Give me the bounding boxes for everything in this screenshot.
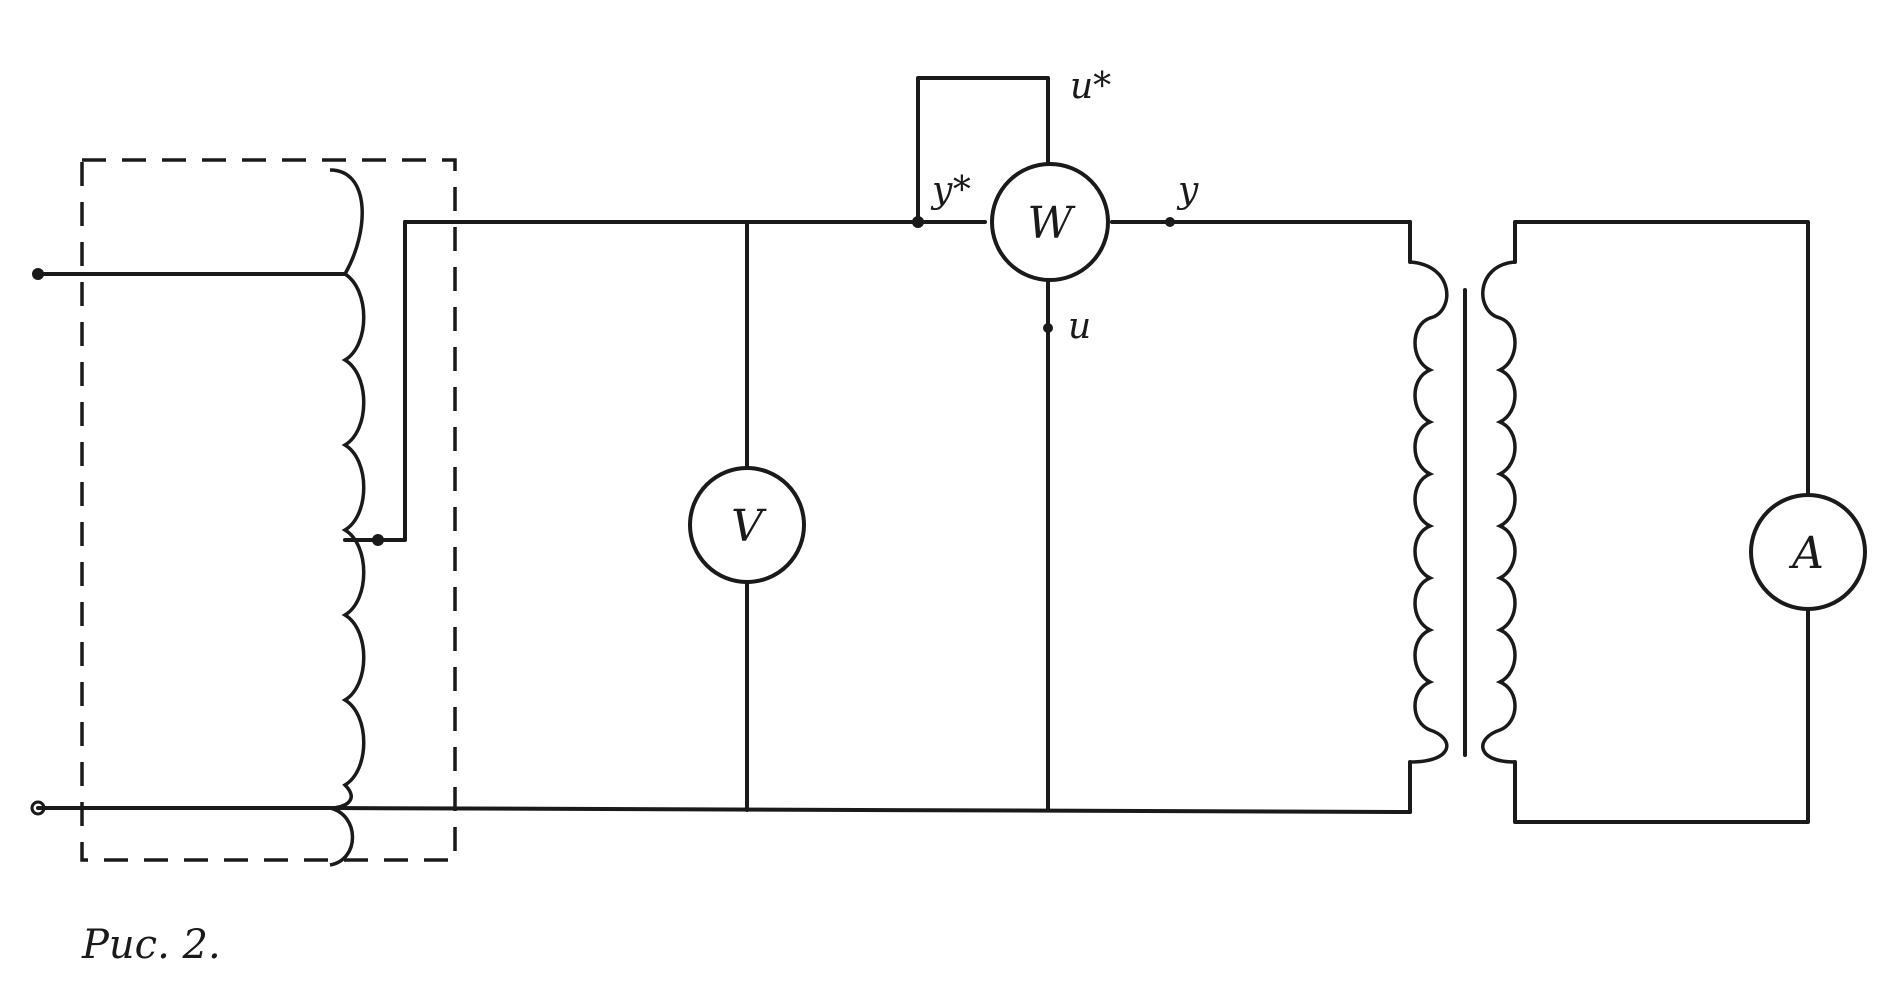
transformer-primary-winding (1409, 260, 1449, 764)
terminal-label-current: у (1176, 170, 1199, 211)
autotransformer-slider (343, 220, 407, 542)
autotransformer-winding (329, 168, 366, 867)
ammeter (1749, 493, 1867, 611)
voltmeter (688, 466, 806, 584)
wattmeter-voltage-loop (916, 76, 1050, 224)
transformer-secondary-winding (1481, 260, 1517, 764)
terminal-label-current-star: у* (930, 170, 971, 211)
voltmeter-label: V (731, 501, 767, 552)
secondary-top-wire (1513, 220, 1810, 497)
slider-tap-dot (372, 534, 384, 546)
secondary-bottom-wire (1513, 608, 1810, 824)
figure-caption: Рис. 2. (81, 922, 221, 968)
bottom-bus (328, 806, 1412, 814)
terminal-label-voltage: u (1068, 306, 1091, 347)
wattmeter-label: W (1027, 198, 1076, 249)
wattmeter-voltage-dot (1043, 323, 1053, 333)
terminal-label-voltage-star: u* (1070, 66, 1111, 107)
ammeter-label: A (1788, 528, 1824, 579)
wattmeter-current-dot (1165, 217, 1175, 227)
autotransformer-enclosure (80, 158, 457, 862)
wattmeter-current-star-dot (912, 216, 924, 228)
